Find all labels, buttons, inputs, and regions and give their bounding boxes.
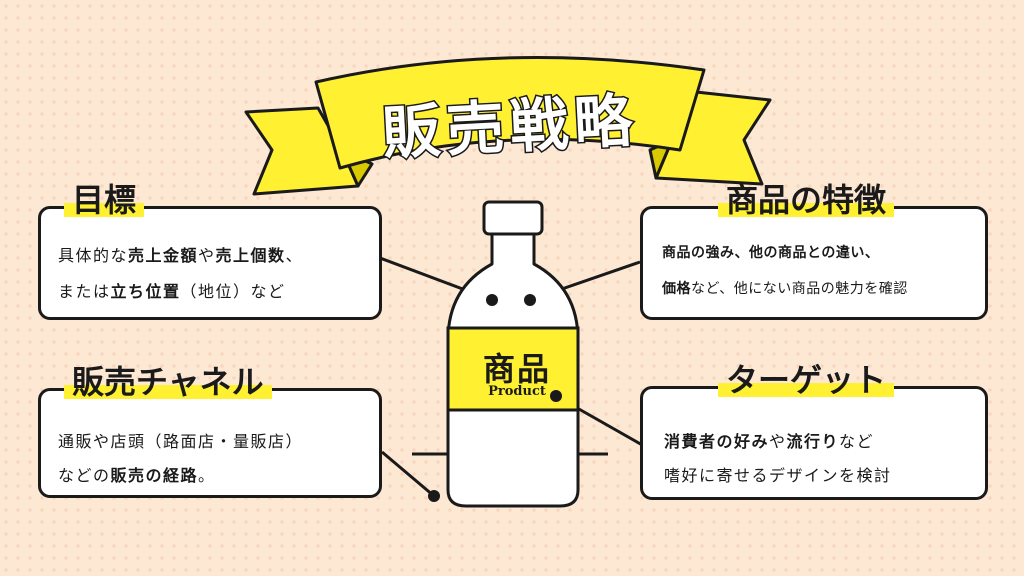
emphasis-text: 流行り xyxy=(786,432,840,451)
dot-goal xyxy=(486,294,498,306)
card-features-heading: 商品の特徴 xyxy=(718,180,895,220)
ribbon-band xyxy=(314,56,706,170)
card-channel xyxy=(38,388,382,498)
body-text: や xyxy=(769,432,787,451)
dot-target xyxy=(550,390,562,402)
card-target-heading: ターゲット xyxy=(718,360,895,400)
emphasis-text: 消費者の好み xyxy=(664,432,770,451)
card-features-line2: 価格など、他にない商品の魅力を確認 xyxy=(662,278,908,298)
body-text: など xyxy=(839,432,875,451)
dot-channel xyxy=(428,490,440,502)
product-label: 商品 xyxy=(482,350,551,388)
emphasis-text: 販売の経路 xyxy=(110,466,199,485)
emphasis-text: 売上金額 xyxy=(128,246,199,265)
body-text: または xyxy=(58,282,111,301)
emphasis-text: 売上個数 xyxy=(215,246,286,265)
connector-channel xyxy=(381,450,435,498)
card-channel-line2: などの販売の経路。 xyxy=(58,462,216,486)
body-text: などの xyxy=(58,466,111,485)
body-text: 、 xyxy=(285,246,304,265)
body-text: 。 xyxy=(198,466,216,485)
emphasis-text: 商品の強み、他の商品との違い、 xyxy=(662,245,880,261)
card-target xyxy=(640,386,988,500)
card-goal-line1: 具体的な売上金額や売上個数、 xyxy=(58,242,303,266)
card-goal-heading: 目標 xyxy=(64,180,145,220)
card-goal xyxy=(38,206,382,320)
body-text: 嗜好に寄せるデザインを検討 xyxy=(664,466,892,485)
card-channel-heading: 販売チャネル xyxy=(64,362,272,402)
card-channel-line1: 通販や店頭（路面店・量販店） xyxy=(58,428,303,452)
product-sublabel: Product xyxy=(488,384,546,399)
card-features-line1: 商品の強み、他の商品との違い、 xyxy=(662,242,879,262)
body-text: や xyxy=(198,246,216,265)
card-features xyxy=(640,206,988,320)
body-text: 具体的な xyxy=(58,246,129,265)
body-text: など、他にない商品の魅力を確認 xyxy=(691,281,908,297)
bottle-cap xyxy=(482,200,544,236)
body-text: （地位）など xyxy=(180,282,286,301)
card-target-line2: 嗜好に寄せるデザインを検討 xyxy=(664,462,892,486)
card-goal-line2: または立ち位置（地位）など xyxy=(58,278,286,302)
dot-features xyxy=(524,294,536,306)
emphasis-text: 価格 xyxy=(662,281,691,297)
card-target-line1: 消費者の好みや流行りなど xyxy=(664,428,874,452)
body-text: 通販や店頭（路面店・量販店） xyxy=(58,432,304,451)
emphasis-text: 立ち位置 xyxy=(110,282,181,301)
